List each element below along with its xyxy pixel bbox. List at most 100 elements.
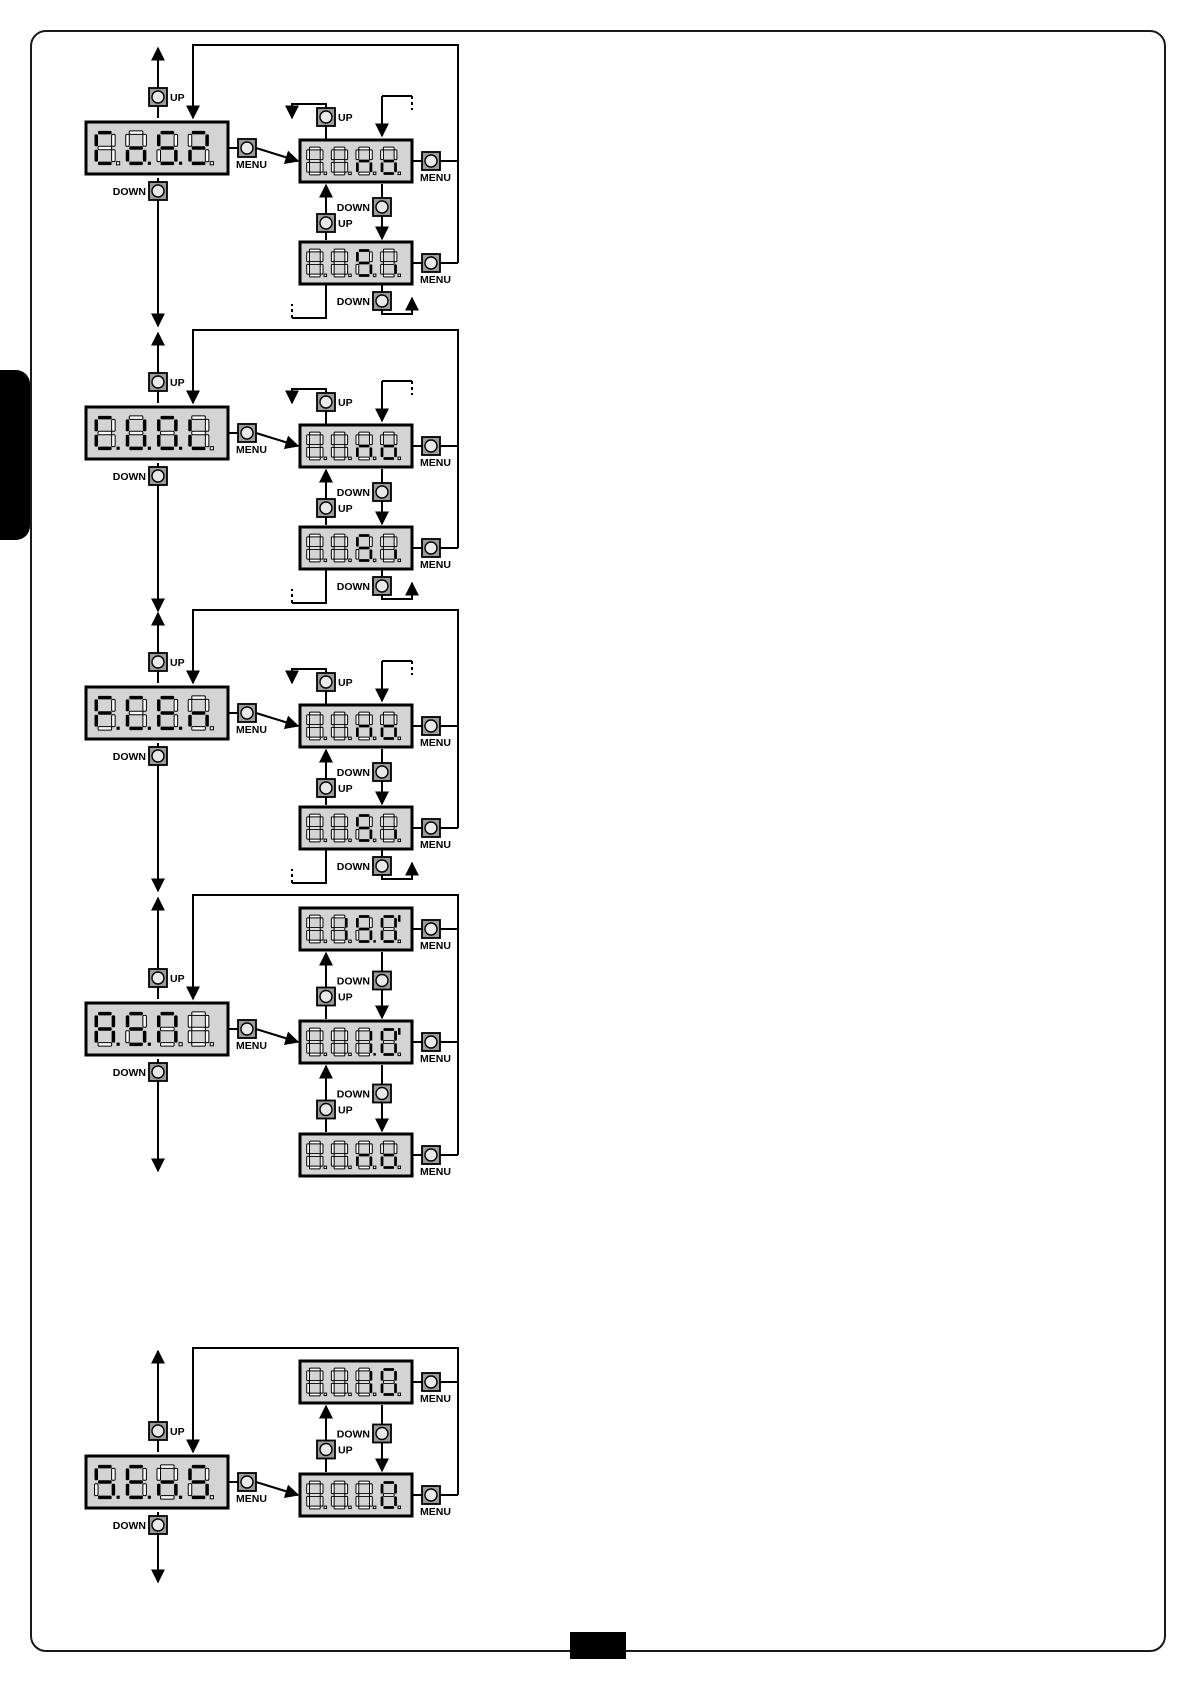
down-button[interactable]: DOWN bbox=[113, 467, 167, 485]
menu-button[interactable]: MENU bbox=[420, 437, 451, 469]
digit-segment-g bbox=[383, 445, 394, 448]
up-button[interactable]: UP bbox=[317, 1441, 353, 1459]
digit-decimal-point bbox=[398, 737, 400, 739]
digit-segment-d bbox=[359, 274, 370, 277]
digit-segment-g bbox=[98, 1480, 112, 1484]
menu-button[interactable]: MENU bbox=[236, 704, 267, 736]
down-button[interactable]: DOWN bbox=[337, 292, 391, 310]
up-button[interactable]: UP bbox=[149, 373, 185, 391]
digit-segment-e bbox=[188, 435, 192, 447]
up-button[interactable]: UP bbox=[317, 393, 353, 411]
down-button[interactable]: DOWN bbox=[337, 483, 391, 501]
down-button[interactable]: DOWN bbox=[337, 857, 391, 875]
menu-button[interactable]: MENU bbox=[420, 152, 451, 184]
button-circle-icon bbox=[376, 201, 388, 213]
digit-segment-b bbox=[394, 537, 397, 547]
digit-decimal-point bbox=[210, 447, 213, 450]
digit-decimal-point bbox=[148, 1496, 151, 1499]
digit-segment-b bbox=[174, 419, 178, 431]
menu-button[interactable]: MENU bbox=[420, 717, 451, 749]
digit-segment-e bbox=[381, 1156, 384, 1166]
digit-segment-d bbox=[334, 1506, 345, 1509]
menu-button[interactable]: MENU bbox=[420, 539, 451, 571]
up-button[interactable]: UP bbox=[149, 88, 185, 106]
down-button[interactable]: DOWN bbox=[337, 198, 391, 216]
digit-segment-e bbox=[331, 447, 334, 457]
digit-segment-d bbox=[129, 1496, 143, 1500]
digit-segment-d bbox=[359, 172, 370, 175]
menu-button[interactable]: MENU bbox=[420, 1373, 451, 1405]
digit-segment-e bbox=[307, 447, 310, 457]
digit-decimal-point bbox=[398, 839, 400, 841]
down-button[interactable]: DOWN bbox=[113, 1063, 167, 1081]
digit-segment-g bbox=[129, 146, 143, 150]
down-button[interactable]: DOWN bbox=[113, 747, 167, 765]
down-button[interactable]: DOWN bbox=[337, 972, 391, 990]
down-button[interactable]: DOWN bbox=[113, 1516, 167, 1534]
button-circle-icon bbox=[320, 111, 332, 123]
digit-segment-g bbox=[359, 725, 370, 728]
up-button[interactable]: UP bbox=[317, 673, 353, 691]
digit-segment-c bbox=[320, 1043, 323, 1053]
digit-segment-d bbox=[383, 559, 394, 562]
down-button[interactable]: DOWN bbox=[113, 182, 167, 200]
menu-button[interactable]: MENU bbox=[420, 819, 451, 851]
digit-segment-a bbox=[359, 1028, 370, 1031]
up-button[interactable]: UP bbox=[317, 1101, 353, 1119]
digit-segment-e bbox=[95, 1484, 99, 1496]
wrap-out-line bbox=[292, 284, 326, 318]
digit-segment-d bbox=[359, 737, 370, 740]
digit-segment-f bbox=[95, 419, 99, 431]
button-circle-icon bbox=[425, 1376, 437, 1388]
digit-segment-d bbox=[192, 1496, 206, 1500]
down-button-label: DOWN bbox=[337, 976, 370, 988]
option-display-asm-2: no bbox=[300, 1134, 412, 1176]
digit-segment-b bbox=[369, 1144, 372, 1154]
digit-segment-c bbox=[394, 829, 397, 839]
button-circle-icon bbox=[376, 860, 388, 872]
menu-button[interactable]: MENU bbox=[420, 920, 451, 952]
down-button[interactable]: DOWN bbox=[337, 1425, 391, 1443]
digit-segment-c bbox=[369, 264, 372, 274]
up-button[interactable]: UP bbox=[317, 108, 353, 126]
digit-segment-f bbox=[307, 817, 310, 827]
digit-segment-e bbox=[331, 727, 334, 737]
digit-segment-a bbox=[192, 1465, 206, 1469]
menu-button[interactable]: MENU bbox=[420, 254, 451, 286]
up-button[interactable]: UP bbox=[317, 779, 353, 797]
digit-segment-f bbox=[381, 150, 384, 160]
digit-segment-b bbox=[345, 817, 348, 827]
up-button[interactable]: UP bbox=[317, 988, 353, 1006]
digit-segment-a bbox=[309, 712, 320, 715]
digit-segment-f bbox=[307, 1371, 310, 1381]
up-button-label: UP bbox=[338, 992, 353, 1004]
digit-segment-c bbox=[345, 264, 348, 274]
digit-segment-g bbox=[383, 1381, 394, 1384]
menu-button[interactable]: MENU bbox=[420, 1486, 451, 1518]
menu-button[interactable]: MENU bbox=[420, 1033, 451, 1065]
down-button[interactable]: DOWN bbox=[337, 763, 391, 781]
up-button[interactable]: UP bbox=[149, 1422, 185, 1440]
menu-button-label: MENU bbox=[236, 1493, 267, 1505]
digit-segment-f bbox=[157, 419, 161, 431]
digit-segment-b bbox=[205, 419, 209, 431]
digit-segment-c bbox=[369, 1383, 372, 1393]
menu-button[interactable]: MENU bbox=[420, 1146, 451, 1178]
menu-button[interactable]: MENU bbox=[236, 139, 267, 171]
digit-decimal-point bbox=[210, 162, 213, 165]
digit-segment-g bbox=[309, 725, 320, 728]
down-button[interactable]: DOWN bbox=[337, 577, 391, 595]
up-button[interactable]: UP bbox=[317, 214, 353, 232]
digit-segment-d bbox=[334, 737, 345, 740]
digit-segment-f bbox=[381, 1031, 384, 1041]
digit-segment-f bbox=[381, 1371, 384, 1381]
down-button[interactable]: DOWN bbox=[337, 1085, 391, 1103]
menu-button[interactable]: MENU bbox=[236, 1020, 267, 1052]
up-button[interactable]: UP bbox=[149, 653, 185, 671]
down-button-label: DOWN bbox=[337, 861, 370, 873]
menu-button[interactable]: MENU bbox=[236, 424, 267, 456]
up-button[interactable]: UP bbox=[317, 499, 353, 517]
digit-segment-e bbox=[381, 549, 384, 559]
menu-button[interactable]: MENU bbox=[236, 1473, 267, 1505]
up-button[interactable]: UP bbox=[149, 969, 185, 987]
